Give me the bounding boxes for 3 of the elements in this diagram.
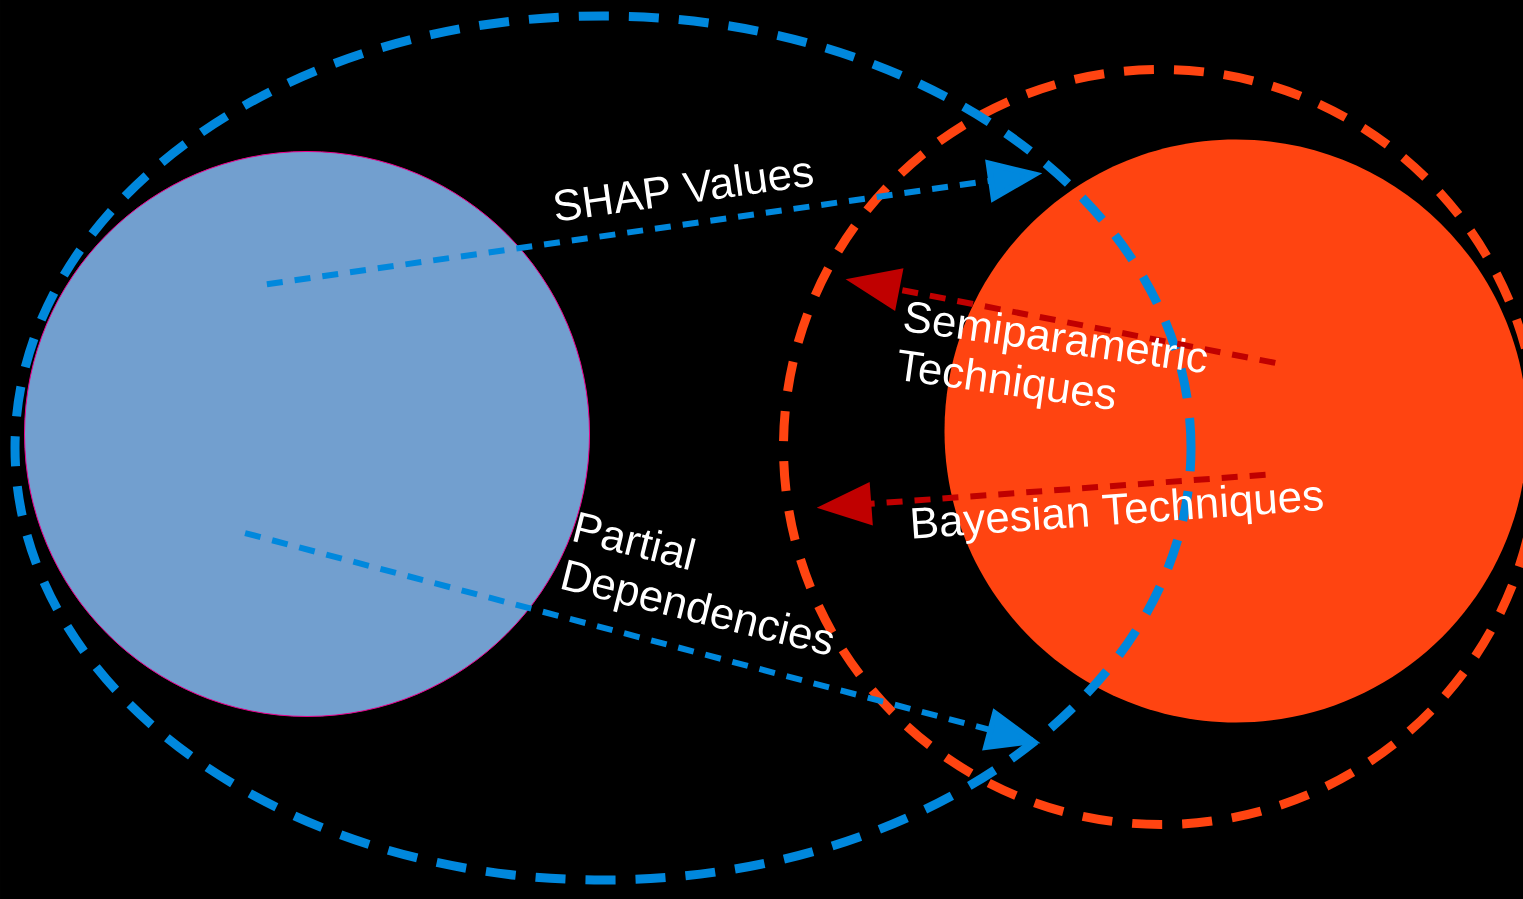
edge-label: SHAP Values bbox=[555, 163, 813, 221]
edge-label: Semiparametric Techniques bbox=[899, 302, 1207, 410]
edge-label: Bayesian Techniques bbox=[912, 484, 1323, 544]
